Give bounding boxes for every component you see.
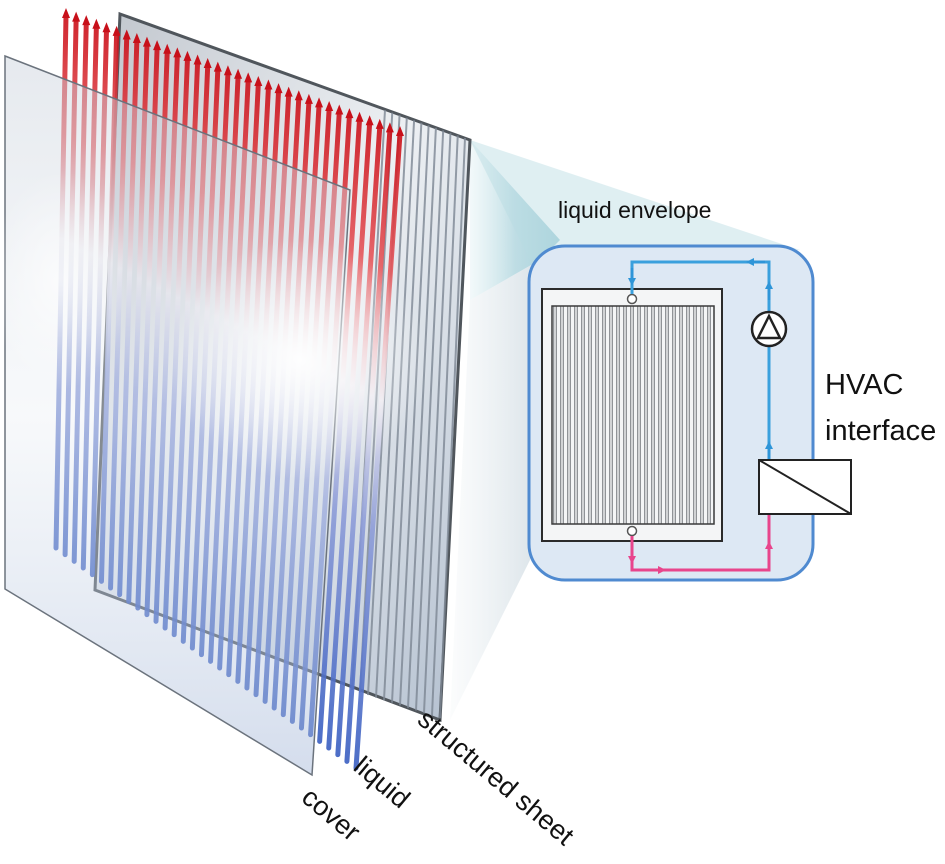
- glare-highlight: [170, 240, 430, 480]
- flow-arrow-head: [82, 15, 91, 26]
- flow-arrow-head: [325, 100, 334, 111]
- flow-arrow-head: [183, 50, 192, 61]
- flow-arrow-head: [132, 33, 141, 44]
- zoom-cone-edge: [470, 140, 800, 260]
- panel-top-port: [626, 293, 638, 305]
- flow-arrow-head: [102, 22, 111, 33]
- sheet-rib: [407, 127, 437, 708]
- flow-arrow-head: [365, 115, 374, 126]
- flow-arrow-head: [193, 54, 202, 65]
- label-liquid: liquid: [348, 751, 416, 815]
- flow-arrow-head: [203, 58, 212, 69]
- label-cover: cover: [296, 782, 366, 847]
- flow-arrow-head: [173, 47, 182, 58]
- sheet-rib: [439, 137, 466, 719]
- flow-arrow-head: [112, 25, 121, 36]
- flow-arrow-head: [234, 68, 243, 79]
- panel-bottom-port: [626, 525, 638, 537]
- flow-arrow-head: [315, 97, 324, 108]
- flow-arrow-head: [345, 108, 354, 119]
- label-hvac: HVAC: [825, 369, 903, 401]
- flow-arrow-head: [223, 65, 232, 76]
- flow-arrow-head: [142, 36, 151, 47]
- sheet-rib: [431, 135, 459, 716]
- label-liquid-envelope: liquid envelope: [558, 197, 711, 223]
- flow-arrow-head: [213, 61, 222, 72]
- flow-arrow-head: [274, 83, 283, 94]
- sheet-rib: [415, 130, 445, 711]
- glare-highlight-left: [0, 170, 130, 390]
- flow-arrow-head: [294, 90, 303, 101]
- flow-arrow-head: [163, 43, 172, 54]
- sheet-rib: [423, 132, 452, 713]
- flow-arrow-head: [122, 29, 131, 40]
- flow-arrow-head: [92, 18, 101, 29]
- flow-arrow-head: [264, 79, 273, 90]
- flow-arrow-head: [355, 111, 364, 122]
- label-interface: interface: [825, 415, 936, 447]
- flow-arrow-head: [375, 118, 384, 129]
- flow-arrow-head: [153, 40, 162, 51]
- label-structured-sheet: structured sheet: [412, 704, 580, 852]
- flow-arrow-head: [62, 8, 70, 18]
- flow-arrow-head: [254, 75, 263, 86]
- flow-arrow-head: [72, 11, 81, 22]
- heat-exchanger-icon: [758, 459, 852, 515]
- zoom-cone-lower: [450, 260, 540, 720]
- flow-arrow-head: [396, 126, 404, 136]
- flow-arrow-head: [244, 72, 253, 83]
- flow-arrow-head: [284, 86, 293, 97]
- flow-arrow-head: [304, 93, 313, 104]
- pump-icon: [750, 310, 788, 348]
- envelope-panel-ribs: [551, 305, 715, 525]
- flow-arrow-head: [385, 122, 394, 133]
- flow-arrow-head: [335, 104, 344, 115]
